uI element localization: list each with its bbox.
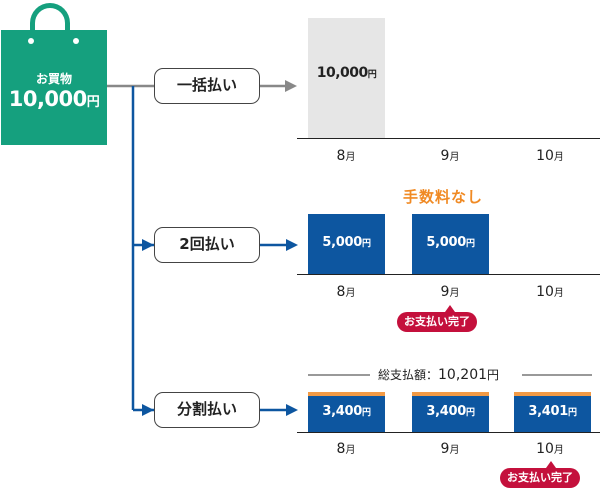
purchase-amount: 10,000円	[8, 87, 100, 111]
two-done-callout-tip	[445, 305, 455, 312]
two-payment-bar-1: 5,000円	[308, 214, 385, 274]
bag-hole-right	[73, 38, 79, 44]
fee-stripe	[308, 392, 385, 396]
two-month-10: 10月	[536, 284, 564, 300]
fee-stripe	[514, 392, 591, 396]
total-payment: 総支払額：10,201円	[378, 367, 500, 383]
split-done-callout-tip	[546, 461, 556, 468]
purchase-label: お買物	[35, 72, 72, 86]
option-two-installments: 2回払い	[154, 227, 260, 263]
total-rule-right	[522, 374, 592, 376]
two-month-9: 9月	[440, 284, 460, 300]
two-done-callout: お支払い完了	[397, 312, 477, 332]
shopping-bag-handle-icon	[30, 3, 70, 43]
two-month-8: 8月	[336, 284, 356, 300]
split-month-10: 10月	[536, 441, 564, 457]
option-lump-sum: 一括払い	[154, 68, 260, 104]
total-rule-left	[308, 374, 370, 376]
lump-timeline-baseline	[297, 138, 600, 139]
split-month-9: 9月	[440, 441, 460, 457]
option-split-payments: 分割払い	[154, 392, 260, 428]
lump-payment-bar: 10,000円	[308, 18, 385, 138]
split-payment-bar-2: 3,400円	[412, 392, 489, 432]
lump-month-10: 10月	[536, 148, 564, 164]
lump-month-9: 9月	[440, 148, 460, 164]
arrow-split-icon	[286, 404, 298, 416]
split-month-8: 8月	[336, 441, 356, 457]
arrow-to-split-icon	[142, 404, 154, 416]
fee-stripe	[412, 392, 489, 396]
two-timeline-baseline	[297, 274, 600, 275]
lump-payment-amount: 10,000	[316, 65, 369, 81]
bag-hole-left	[28, 38, 34, 44]
split-payment-bar-1: 3,400円	[308, 392, 385, 432]
no-fee-note: 手数料なし	[403, 188, 484, 206]
arrow-to-two-icon	[142, 239, 154, 251]
shopping-bag-icon: お買物 10,000円	[1, 30, 107, 145]
split-done-callout: お支払い完了	[500, 468, 580, 488]
two-payment-bar-2: 5,000円	[412, 214, 489, 274]
lump-month-8: 8月	[336, 148, 356, 164]
arrow-two-icon	[286, 239, 298, 251]
split-timeline-baseline	[297, 432, 600, 433]
split-payment-bar-3: 3,401円	[514, 392, 591, 432]
arrow-lump-icon	[285, 80, 297, 92]
